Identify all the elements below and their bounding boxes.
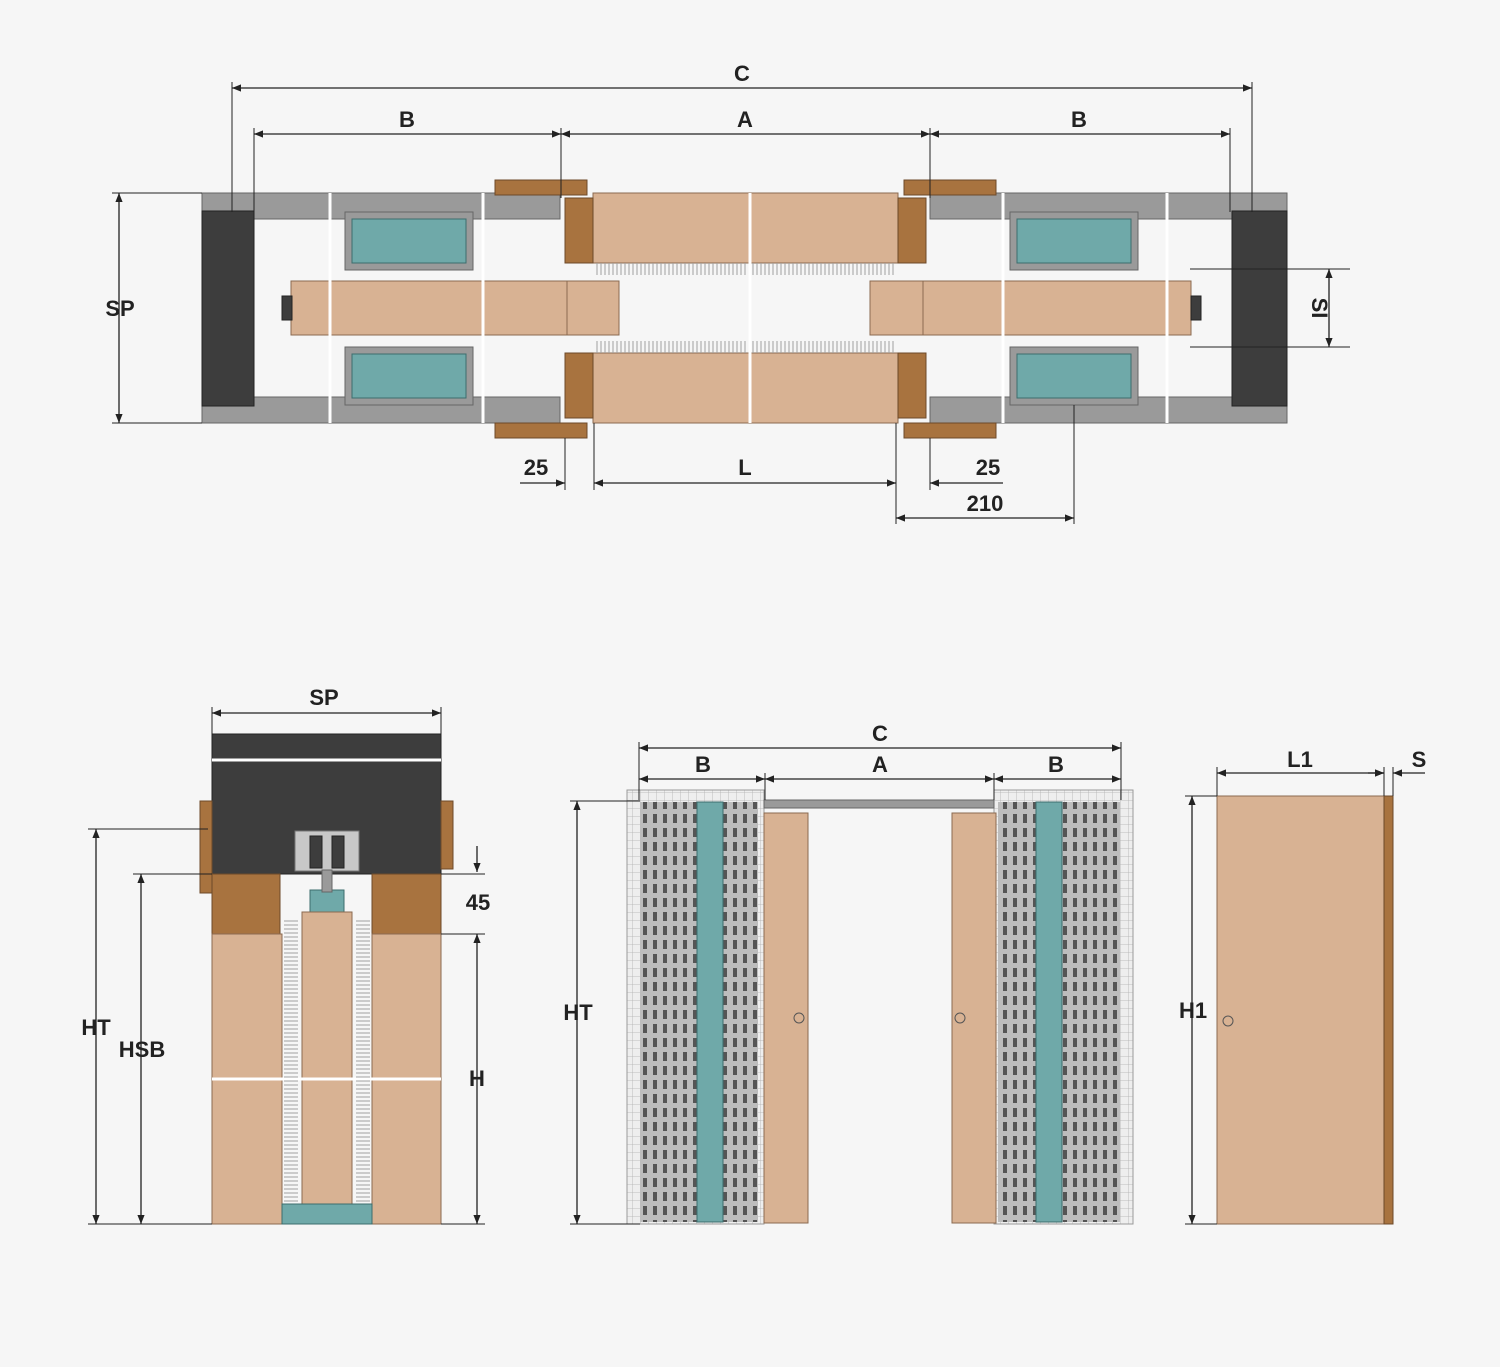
front-view: C B A B HT bbox=[563, 721, 1134, 1225]
plan-glass-top-left bbox=[351, 218, 467, 264]
door-panel bbox=[1216, 795, 1385, 1225]
dim-L-label: L bbox=[738, 455, 751, 480]
front-dim-A-label: A bbox=[872, 752, 888, 777]
section-dim-45-label: 45 bbox=[466, 890, 490, 915]
plan-casing-top-left-post bbox=[564, 197, 594, 264]
front-dim-B-right-label: B bbox=[1048, 752, 1064, 777]
plan-jamb-bottom bbox=[592, 352, 899, 424]
plan-glass-bottom-left bbox=[351, 353, 467, 399]
section-dim-HT-label: HT bbox=[81, 1015, 111, 1040]
section-dim-H-label: H bbox=[469, 1066, 485, 1091]
section-view: SP HT HSB 45 H bbox=[81, 685, 490, 1225]
plan-casing-bottom-left bbox=[494, 422, 588, 439]
section-trolley bbox=[309, 889, 345, 913]
dim-A-label: A bbox=[737, 107, 753, 132]
dim-C-label: C bbox=[734, 61, 750, 86]
dim-B-left-label: B bbox=[399, 107, 415, 132]
front-door-leaf-right bbox=[951, 812, 997, 1224]
section-floor-guide bbox=[281, 1203, 373, 1225]
section-casing-right bbox=[371, 873, 442, 935]
front-door-leaf-left bbox=[763, 812, 809, 1224]
dim-25-left-label: 25 bbox=[524, 455, 548, 480]
section-track bbox=[294, 830, 360, 872]
dim-SI-label: SI bbox=[1307, 298, 1332, 319]
plan-casing-top-right bbox=[903, 179, 997, 196]
door-dim-S-label: S bbox=[1412, 747, 1427, 772]
plan-casing-bottom-right bbox=[903, 422, 997, 439]
plan-door-leaf-right bbox=[869, 280, 1192, 336]
section-dim-HSB-label: HSB bbox=[119, 1037, 165, 1062]
section-casing-left bbox=[211, 873, 281, 935]
plan-door-leaf-left bbox=[290, 280, 620, 336]
plan-casing-bottom-left-post bbox=[564, 352, 594, 419]
door-dim-L1-label: L1 bbox=[1287, 747, 1313, 772]
front-dim-HT-label: HT bbox=[563, 1000, 593, 1025]
front-dim-B-left-label: B bbox=[695, 752, 711, 777]
section-dim-SP-label: SP bbox=[309, 685, 338, 710]
door-dim-H1-label: H1 bbox=[1179, 998, 1207, 1023]
plan-jamb-top bbox=[592, 192, 899, 264]
dim-25-right-label: 25 bbox=[976, 455, 1000, 480]
door-view: L1 S H1 bbox=[1179, 747, 1427, 1225]
dim-B-right-label: B bbox=[1071, 107, 1087, 132]
front-dim-C-label: C bbox=[872, 721, 888, 746]
front-top-rail bbox=[763, 799, 995, 809]
plan-casing-top-right-post bbox=[897, 197, 927, 264]
plan-casing-bottom-right-post bbox=[897, 352, 927, 419]
plan-wall-left bbox=[201, 210, 255, 407]
dim-210-label: 210 bbox=[967, 491, 1004, 516]
plan-glass-bottom-right bbox=[1016, 353, 1132, 399]
plan-frame-bottom-right bbox=[929, 396, 1288, 424]
plan-frame-top-right bbox=[929, 192, 1288, 220]
plan-glass-top-right bbox=[1016, 218, 1132, 264]
plan-view: C B A B SP SI 25 L 25 210 bbox=[105, 61, 1350, 524]
dim-SP-label: SP bbox=[105, 296, 134, 321]
door-edge bbox=[1383, 795, 1394, 1225]
plan-wall-right bbox=[1231, 210, 1288, 407]
plan-casing-top-left bbox=[494, 179, 588, 196]
section-door-leaf bbox=[301, 911, 353, 1213]
